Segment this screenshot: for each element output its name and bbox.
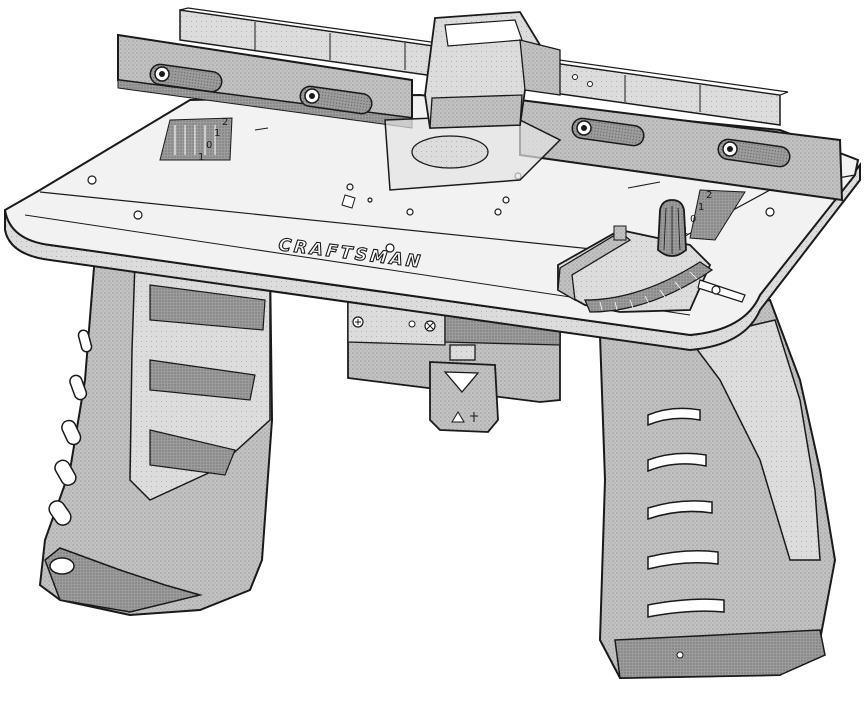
left-ruler-label-0: 2 <box>222 117 228 128</box>
left-ruler-label-2: 0 <box>206 140 212 151</box>
bit-guard <box>384 11 562 191</box>
warning-triangle-icon <box>451 411 465 423</box>
switch-arrow-icon <box>443 371 480 394</box>
eye-protection-icon <box>470 412 478 422</box>
left-leg-slots <box>48 329 93 526</box>
fence-left-face <box>117 33 413 129</box>
left-ruler-label-1: 1 <box>214 128 220 139</box>
left-ruler: 2 1 0 1 <box>159 117 233 163</box>
right-ruler-label-1: 1 <box>698 202 704 213</box>
miter-gauge[interactable] <box>557 199 746 313</box>
right-ruler-label-0: 2 <box>706 190 712 201</box>
fence-knob-left-1[interactable] <box>149 63 223 93</box>
left-ruler-label-3: 1 <box>198 152 204 163</box>
fence-knob-right-2[interactable] <box>717 138 791 168</box>
right-leg-slots <box>647 407 725 618</box>
left-leg <box>38 253 274 617</box>
right-leg <box>598 298 837 680</box>
fence-knob-right-1[interactable] <box>571 117 645 147</box>
miter-gauge-knob[interactable] <box>657 199 687 257</box>
fence-right-face <box>519 98 844 202</box>
fence-knob-left-2[interactable] <box>299 85 373 115</box>
switch-paddle[interactable] <box>429 344 499 433</box>
right-ruler-label-2: 0 <box>690 214 696 225</box>
right-ruler: 2 1 0 1 <box>682 189 746 241</box>
miter-protractor-scale <box>584 261 714 313</box>
